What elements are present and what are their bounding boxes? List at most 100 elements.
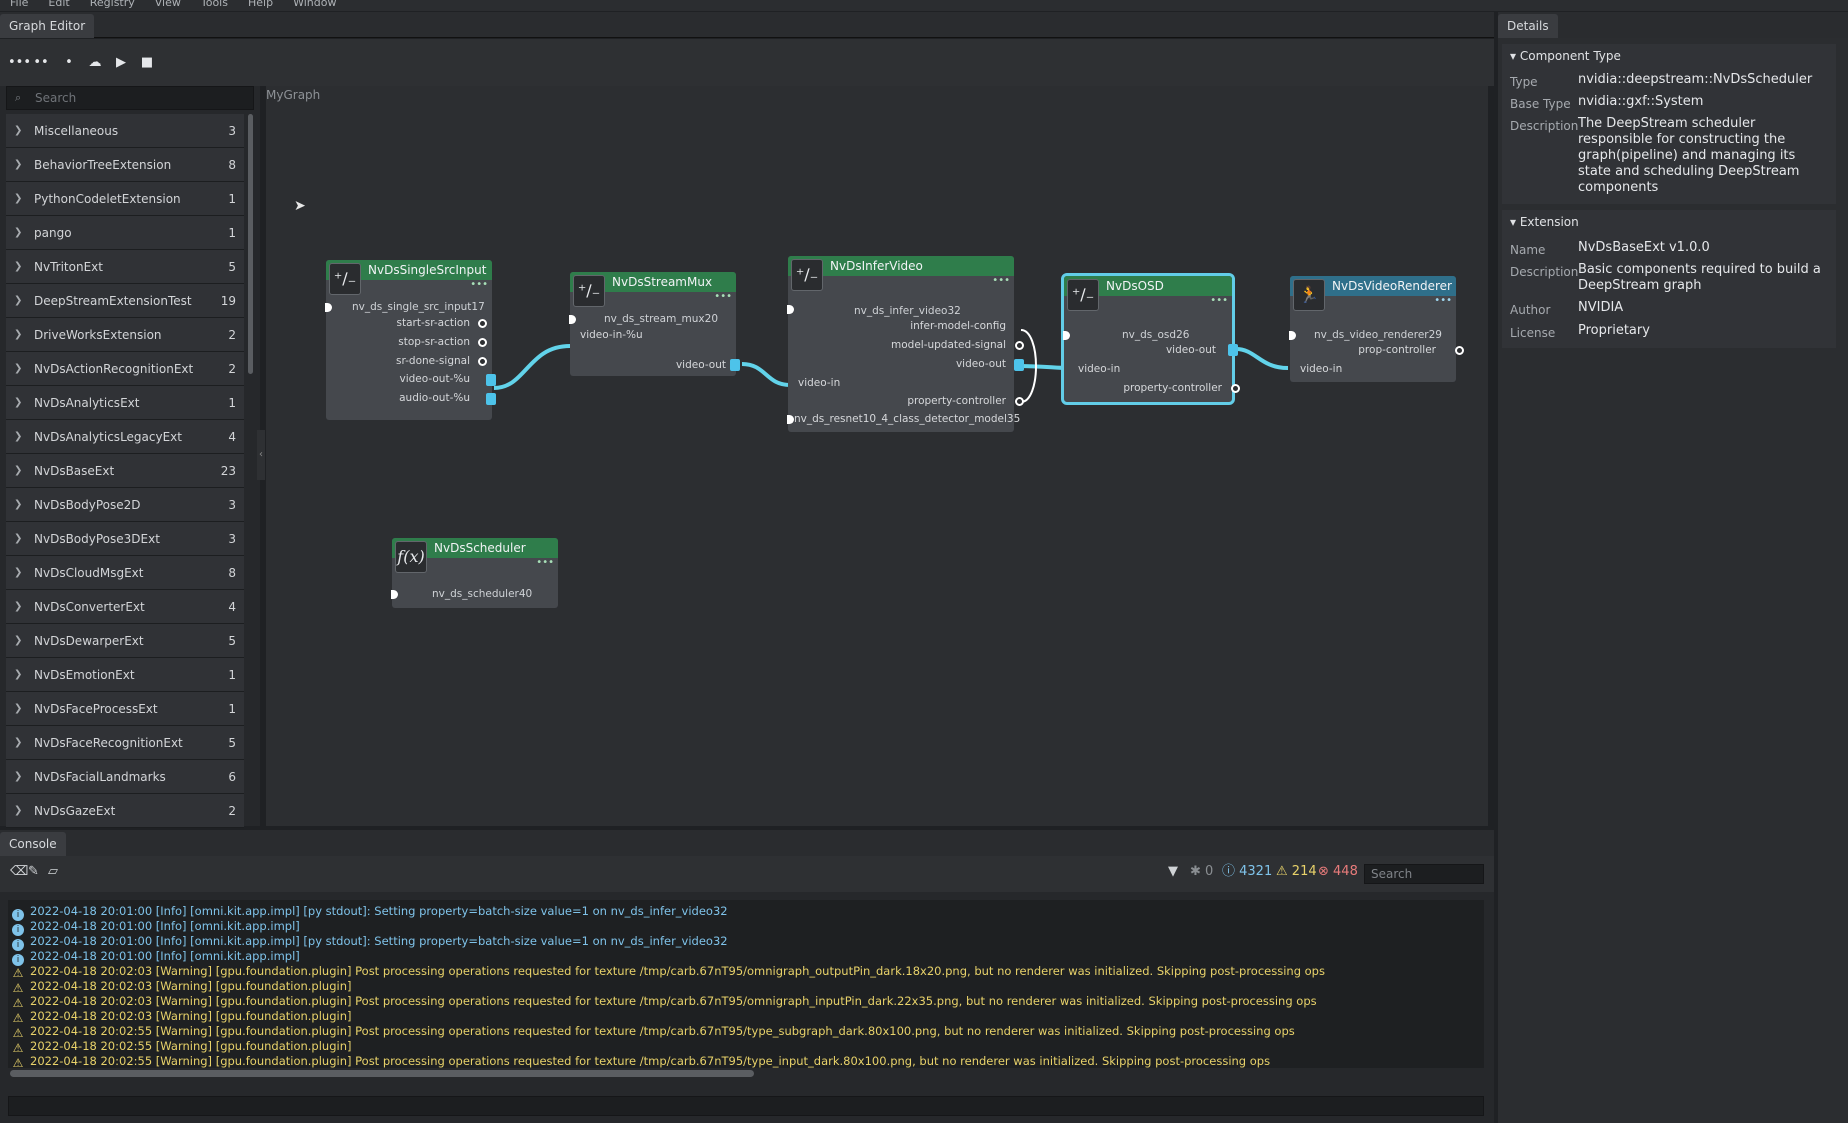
pin-input[interactable] [1289, 331, 1296, 340]
clear-log-icon[interactable]: ⌫ [10, 864, 29, 879]
connection-osd-renderer[interactable] [1235, 347, 1289, 370]
filter-icon[interactable]: ▼ [1168, 864, 1178, 879]
extension-search-input[interactable]: ⌕ Search [6, 86, 254, 110]
pin-video-out[interactable] [486, 374, 496, 386]
edit-icon[interactable]: ✎ [28, 864, 39, 879]
node-single-src-input[interactable]: ⁺∕₋ NvDsSingleSrcInput ••• nv_ds_single_… [325, 260, 496, 420]
pin-audio-out[interactable] [486, 393, 496, 405]
pin-stop-sr-action[interactable] [478, 338, 487, 347]
extension-count: 2 [228, 362, 236, 376]
pin-video-out[interactable] [1228, 344, 1238, 356]
pin-model-input[interactable] [787, 415, 794, 424]
connection-infer-osd[interactable] [1017, 364, 1069, 370]
play-icon[interactable]: ▶ [116, 55, 126, 70]
extension-count: 5 [228, 736, 236, 750]
dots-two-icon[interactable]: •• [33, 55, 49, 70]
node-menu-icon[interactable]: ••• [1434, 295, 1452, 306]
tab-graph-editor[interactable]: Graph Editor [0, 14, 95, 38]
node-menu-icon[interactable]: ••• [536, 557, 554, 568]
pin-input[interactable] [1063, 331, 1070, 340]
menu-registry[interactable]: Registry [89, 0, 135, 9]
node-video-renderer[interactable]: 🏃 NvDsVideoRenderer ••• nv_ds_video_rend… [1289, 276, 1464, 382]
connection-mux-infer[interactable] [741, 362, 791, 387]
node-menu-icon[interactable]: ••• [714, 291, 732, 302]
console-horizontal-scrollbar[interactable] [10, 1070, 754, 1077]
node-osd[interactable]: ⁺∕₋ NvDsOSD ••• nv_ds_osd26 video-out vi… [1061, 273, 1240, 405]
pin-sr-done-signal[interactable] [478, 357, 487, 366]
tab-details[interactable]: Details [1498, 14, 1558, 38]
extension-header[interactable]: ▾ Extension [1510, 214, 1579, 230]
menu-tools[interactable]: Tools [200, 0, 228, 9]
folder-icon[interactable]: ▱ [48, 864, 58, 879]
menu-view[interactable]: View [154, 0, 181, 9]
menu-edit[interactable]: Edit [48, 0, 70, 9]
console-search-input[interactable]: Search [1364, 864, 1484, 884]
pin-property-controller[interactable] [1015, 397, 1024, 406]
extension-list-scrollbar[interactable] [248, 114, 253, 374]
collapse-panel-handle[interactable]: ‹ [257, 430, 265, 480]
base-type-label: Base Type [1510, 97, 1571, 111]
extension-count: 19 [220, 294, 236, 308]
error-count[interactable]: ⊗ 448 [1318, 864, 1358, 880]
pin-property-controller[interactable] [1231, 384, 1240, 393]
pin-prop-controller[interactable] [1455, 346, 1464, 355]
pin-video-out[interactable] [730, 359, 740, 371]
component-type-header[interactable]: ▾ Component Type [1510, 48, 1621, 64]
node-stream-mux[interactable]: ⁺∕₋ NvDsStreamMux ••• nv_ds_stream_mux20… [569, 272, 740, 376]
function-icon: f(x) [395, 541, 427, 573]
extension-title: Extension [1519, 215, 1579, 229]
description-value: The DeepStream scheduler responsible for… [1578, 116, 1800, 195]
graph-canvas[interactable]: ⁺∕₋ NvDsSingleSrcInput ••• nv_ds_single_… [266, 86, 1488, 826]
node-menu-icon[interactable]: ••• [470, 279, 488, 290]
node-scheduler[interactable]: f(x) NvDsScheduler ••• nv_ds_scheduler40 [391, 538, 558, 608]
stop-icon[interactable]: ■ [140, 55, 154, 70]
dots-one-icon[interactable]: • [65, 55, 73, 70]
menu-window[interactable]: Window [293, 0, 337, 9]
tab-console[interactable]: Console [0, 832, 66, 856]
menu-help[interactable]: Help [247, 0, 274, 9]
node-infer-video[interactable]: ⁺∕₋ NvDsInferVideo ••• nv_ds_infer_video… [787, 256, 1024, 432]
pin-model-updated-signal[interactable] [1015, 341, 1024, 350]
node-menu-icon[interactable]: ••• [1210, 295, 1228, 306]
pin-start-sr-action[interactable] [478, 319, 487, 328]
warning-count[interactable]: ⚠ 214 [1276, 864, 1317, 880]
pin-input[interactable] [569, 315, 576, 324]
menu-file[interactable]: File [10, 0, 29, 9]
pin-input[interactable] [325, 303, 332, 312]
dots-three-icon[interactable]: ••• [8, 55, 32, 70]
pin-video-out[interactable] [1014, 359, 1024, 371]
console-command-input[interactable] [8, 1096, 1484, 1116]
warning-icon: ⚠ [12, 1041, 24, 1055]
pin-input[interactable] [391, 590, 398, 599]
cloud-icon[interactable]: ☁ [88, 55, 102, 70]
node-menu-icon[interactable]: ••• [992, 275, 1010, 286]
connection-src-mux[interactable] [493, 344, 571, 390]
pin-input[interactable] [787, 305, 794, 314]
connection-infer-config[interactable] [1020, 329, 1037, 403]
filtered-count[interactable]: ✱ 0 [1190, 864, 1213, 880]
info-count[interactable]: ⓘ 4321 [1222, 864, 1272, 880]
log-text: 2022-04-18 20:01:00 [Info] [omni.kit.app… [30, 904, 728, 918]
